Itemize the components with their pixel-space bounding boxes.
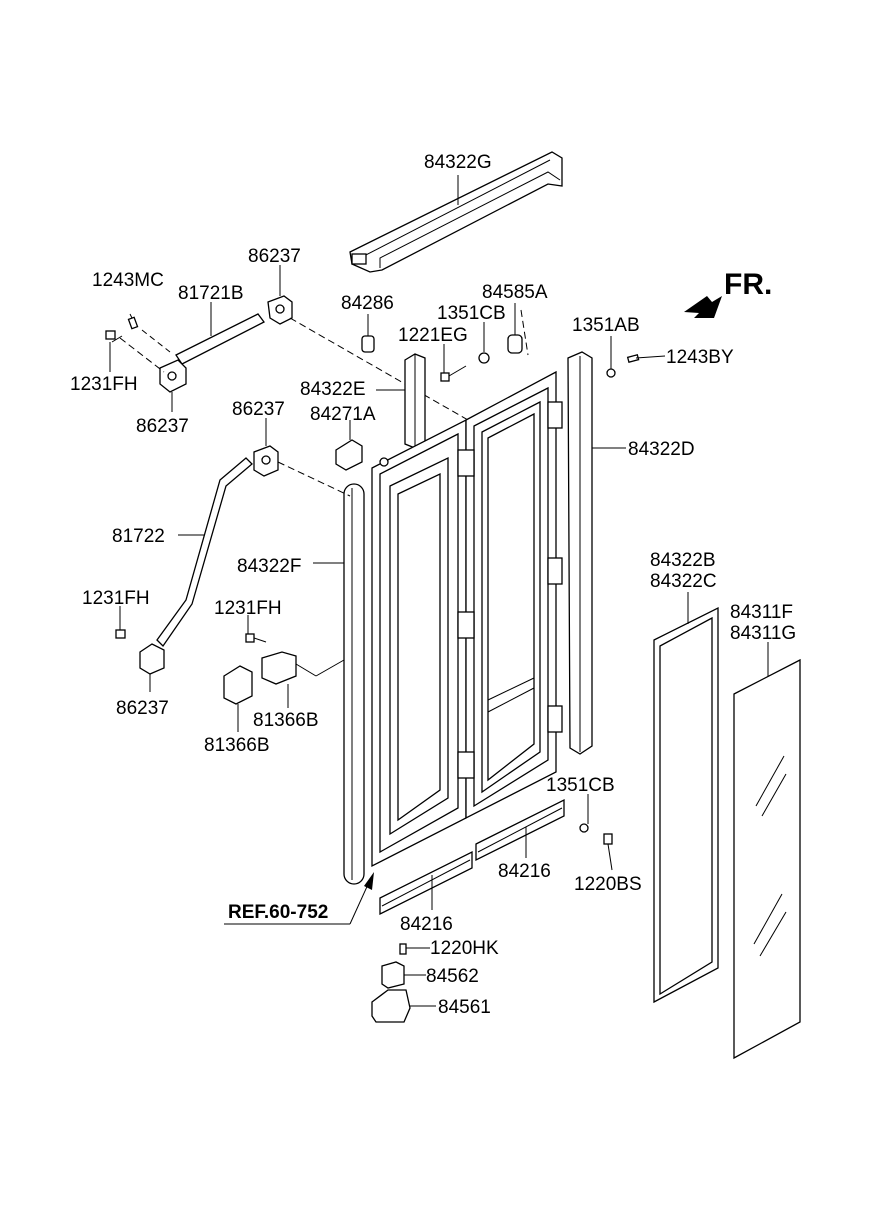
label-84311G: 84311G — [730, 623, 796, 644]
label-84216-b: 84216 — [498, 861, 551, 882]
label-84322D: 84322D — [628, 439, 695, 460]
reference-link[interactable]: REF.60-752 — [228, 902, 328, 923]
glass-frame-84322B: 84322B 84322C — [650, 550, 719, 1004]
right-upper-hardware: 1351AB 1243BY — [572, 315, 734, 378]
label-1221EG: 1221EG — [398, 325, 468, 346]
door-panels — [371, 370, 563, 868]
upper-hardware: 84286 84322E 1221EG 1351CB 84585A 84271A — [300, 282, 548, 471]
right-frame-84322D: 84322D — [567, 351, 695, 755]
label-81366B-b: 81366B — [204, 735, 270, 756]
label-1351AB: 1351AB — [572, 315, 640, 336]
label-84561: 84561 — [438, 997, 491, 1018]
label-1231FH-c: 1231FH — [214, 598, 282, 619]
front-label: FR. — [724, 268, 772, 301]
label-84562: 84562 — [426, 966, 479, 987]
label-86237-b: 86237 — [136, 416, 189, 437]
label-86237-c: 86237 — [232, 399, 285, 420]
front-direction-indicator: FR. — [684, 268, 772, 318]
label-1220HK: 1220HK — [430, 938, 499, 959]
label-84311F: 84311F — [730, 602, 793, 623]
label-86237-top: 86237 — [248, 246, 301, 267]
label-1351CB-top: 1351CB — [437, 303, 506, 324]
label-84322E: 84322E — [300, 379, 366, 400]
label-1243MC: 1243MC — [92, 270, 164, 291]
bottom-guide-hardware: 1220HK 84562 84561 — [371, 938, 499, 1023]
label-84322F: 84322F — [237, 556, 301, 577]
glass-panel-84311F: 84311F 84311G — [730, 602, 801, 1060]
label-84322C: 84322C — [650, 571, 717, 592]
label-81721B: 81721B — [178, 283, 244, 304]
label-84216-a: 84216 — [400, 914, 453, 935]
lower-bar-assembly: 81722 86237 86237 1231FH — [82, 399, 351, 719]
label-81722: 81722 — [112, 526, 165, 547]
latch-hardware: 1231FH 81366B 81366B — [204, 598, 345, 756]
label-84322B: 84322B — [650, 550, 716, 571]
label-81366B-a: 81366B — [253, 710, 319, 731]
label-1220BS: 1220BS — [574, 874, 642, 895]
label-1231FH-b: 1231FH — [82, 588, 150, 609]
left-frame-84322F: 84322F — [237, 483, 365, 885]
label-1231FH-a: 1231FH — [70, 374, 138, 395]
front-arrow-icon — [684, 296, 722, 318]
label-84322G: 84322G — [424, 152, 492, 173]
bottom-rails: 84216 84216 — [379, 798, 565, 935]
top-rail-84322G: 84322G — [349, 151, 563, 273]
label-1351CB-bot: 1351CB — [546, 775, 615, 796]
label-84585A: 84585A — [482, 282, 548, 303]
label-84286: 84286 — [341, 293, 394, 314]
label-86237-d: 86237 — [116, 698, 169, 719]
upper-bar-assembly: 1243MC 81721B 86237 1231FH 86237 — [70, 246, 301, 437]
label-84271A: 84271A — [310, 404, 376, 425]
reference-callout: REF.60-752 — [224, 872, 374, 925]
lower-right-hardware: 1351CB 1220BS — [546, 775, 642, 895]
label-1243BY: 1243BY — [666, 347, 734, 368]
